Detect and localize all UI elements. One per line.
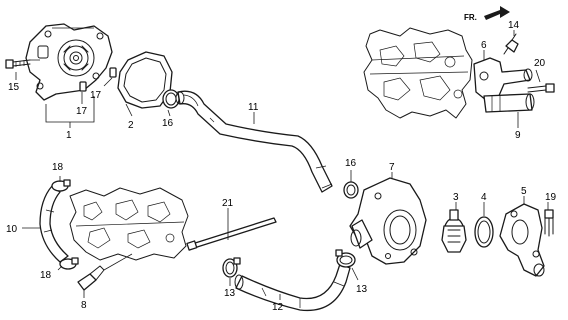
callout-10: 10 bbox=[6, 224, 18, 235]
hose-clamp-13-left bbox=[222, 257, 241, 278]
callout-7: 7 bbox=[389, 162, 395, 173]
temperature-sensor bbox=[77, 253, 133, 291]
water-outlet-upper bbox=[473, 57, 533, 101]
bolt-20 bbox=[527, 83, 555, 93]
front-direction-arrow: FR. bbox=[464, 6, 510, 22]
callout-19: 19 bbox=[545, 192, 557, 203]
bolt-19 bbox=[544, 209, 554, 237]
leader-lines bbox=[15, 30, 549, 300]
thermostat-gasket bbox=[474, 216, 494, 248]
callout-labels: 1 2 3 4 5 6 7 8 9 10 11 12 13 13 14 15 1… bbox=[6, 20, 557, 313]
thermostat-housing bbox=[349, 177, 427, 265]
bolt-15 bbox=[5, 59, 31, 69]
water-passage-pipe bbox=[483, 93, 535, 113]
callout-9: 9 bbox=[515, 130, 521, 141]
callout-2: 2 bbox=[128, 120, 134, 131]
callout-21: 21 bbox=[222, 198, 234, 209]
engine-block-outline bbox=[363, 27, 473, 119]
callout-11: 11 bbox=[248, 102, 259, 113]
callout-1: 1 bbox=[66, 130, 72, 141]
temperature-switch bbox=[503, 33, 519, 55]
callout-20: 20 bbox=[534, 58, 546, 69]
callout-18-upper: 18 bbox=[52, 162, 64, 173]
thermostat-cover bbox=[499, 203, 545, 277]
callout-5: 5 bbox=[521, 186, 527, 197]
callout-16-lower: 16 bbox=[345, 158, 357, 169]
callout-16-upper: 16 bbox=[162, 118, 174, 129]
callout-3: 3 bbox=[453, 192, 459, 203]
lower-radiator-hose bbox=[234, 263, 351, 312]
connecting-pipe bbox=[175, 90, 333, 193]
callout-14: 14 bbox=[508, 20, 520, 31]
callout-4: 4 bbox=[481, 192, 487, 203]
callout-6: 6 bbox=[481, 40, 487, 51]
callout-18-lower: 18 bbox=[40, 270, 52, 281]
bypass-hose bbox=[39, 185, 69, 263]
hose-clamp-lower bbox=[59, 257, 79, 270]
callout-17-right: 17 bbox=[90, 90, 102, 101]
o-ring-lower bbox=[343, 181, 359, 199]
hose-clamp-upper bbox=[51, 179, 71, 192]
water-pump-gasket bbox=[117, 51, 173, 109]
callout-13-right: 13 bbox=[356, 284, 368, 295]
callout-13-left: 13 bbox=[224, 288, 236, 299]
bypass-tube bbox=[186, 217, 277, 251]
direction-label: FR. bbox=[464, 13, 477, 22]
callout-17-left: 17 bbox=[76, 106, 88, 117]
hose-clamp-13-right bbox=[335, 249, 356, 268]
callout-15: 15 bbox=[8, 82, 20, 93]
o-ring-upper bbox=[162, 89, 180, 109]
thermostat bbox=[441, 209, 467, 253]
callout-8: 8 bbox=[81, 300, 87, 311]
water-pump bbox=[25, 23, 113, 101]
callout-12: 12 bbox=[272, 302, 284, 313]
dowel-pins bbox=[79, 67, 117, 92]
intake-manifold-outline bbox=[69, 187, 189, 261]
